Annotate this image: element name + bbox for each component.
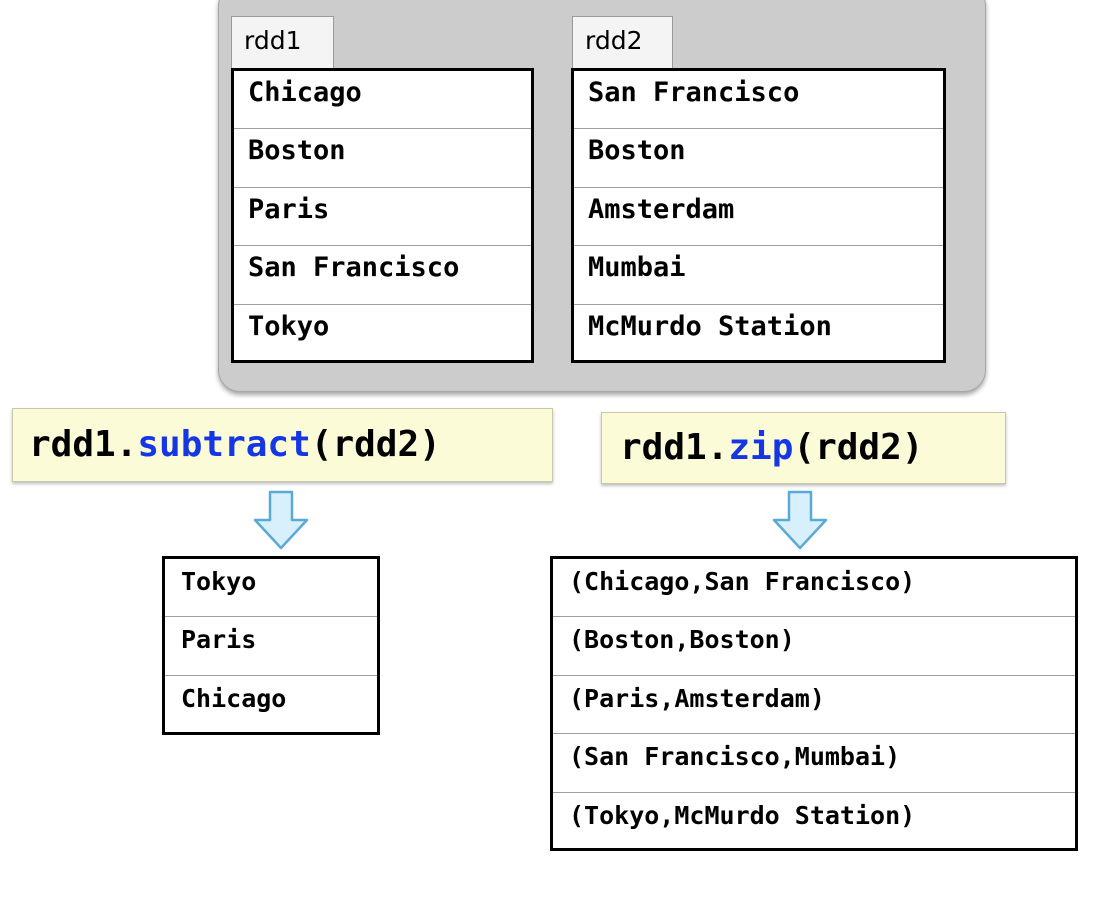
subtract-result-row: Chicago: [181, 683, 287, 713]
rdd1-tab-label: rdd1: [244, 26, 302, 55]
zip-code-args: (rdd2): [793, 427, 924, 468]
zip-result-row: (San Francisco,Mumbai): [553, 734, 1075, 793]
rdd2-row: Amsterdam: [574, 188, 943, 247]
rdd2-tab-label: rdd2: [585, 26, 643, 55]
rdd2-tab: rdd2: [572, 16, 673, 68]
zip-result-row: (Chicago,San Francisco): [553, 559, 1075, 618]
subtract-code-box: rdd1.subtract(rdd2): [12, 408, 553, 482]
rdd1-row: Paris: [234, 188, 531, 247]
rdd1-row: Chicago: [234, 71, 531, 130]
subtract-result-list: Tokyo Paris Chicago: [162, 556, 380, 735]
rdd1-tab: rdd1: [231, 16, 334, 68]
zip-result-row: (Tokyo,McMurdo Station): [569, 800, 916, 830]
subtract-code-prefix: rdd1.: [29, 424, 138, 465]
subtract-result-row: Tokyo: [165, 559, 377, 618]
subtract-result-row: Paris: [165, 617, 377, 676]
rdd2-row: Mumbai: [574, 246, 943, 305]
rdd1-row: San Francisco: [234, 246, 531, 305]
zip-down-arrow-icon: [772, 490, 828, 550]
rdd2-row: McMurdo Station: [588, 310, 832, 342]
rdd1-list: Chicago Boston Paris San Francisco Tokyo: [231, 68, 534, 363]
zip-result-row: (Paris,Amsterdam): [553, 676, 1075, 735]
rdd2-row: San Francisco: [574, 71, 943, 130]
rdd2-list: San Francisco Boston Amsterdam Mumbai Mc…: [571, 68, 946, 363]
zip-code-prefix: rdd1.: [620, 427, 729, 468]
zip-method-name: zip: [728, 427, 794, 468]
subtract-code-args: (rdd2): [310, 424, 441, 465]
zip-result-list: (Chicago,San Francisco) (Boston,Boston) …: [550, 556, 1078, 851]
rdd1-row: Tokyo: [248, 310, 330, 342]
zip-result-row: (Boston,Boston): [553, 617, 1075, 676]
zip-code-box: rdd1.zip(rdd2): [601, 412, 1006, 484]
rdd2-row: Boston: [574, 129, 943, 188]
subtract-method-name: subtract: [137, 424, 311, 465]
rdd1-row: Boston: [234, 129, 531, 188]
subtract-down-arrow-icon: [253, 490, 309, 550]
